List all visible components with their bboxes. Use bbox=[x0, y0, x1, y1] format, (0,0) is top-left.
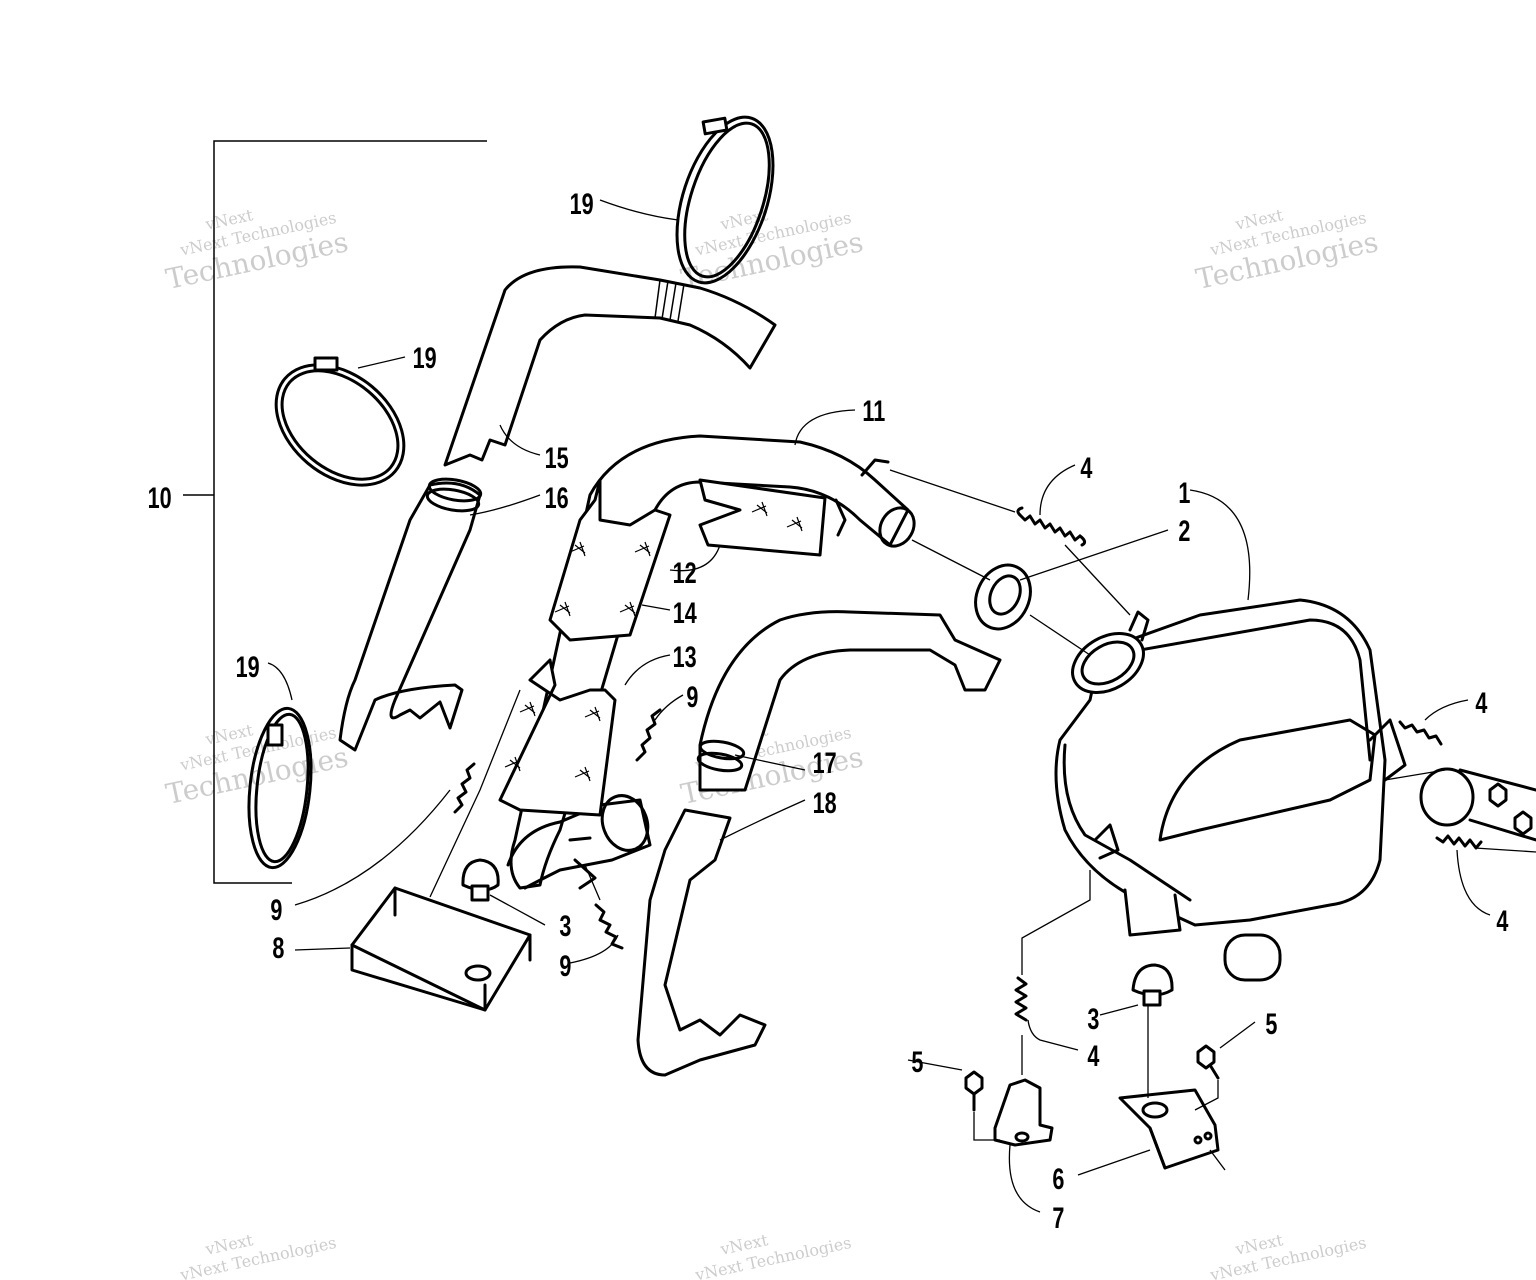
watermark-1: vNext vNext Technologies Technologies bbox=[163, 205, 351, 296]
bracket-8 bbox=[350, 886, 532, 1012]
pipe-17 bbox=[696, 610, 1002, 792]
spring-4-right-bottom bbox=[1435, 834, 1483, 850]
callout-19: 19 bbox=[413, 340, 437, 374]
callout-6: 6 bbox=[1052, 1161, 1064, 1195]
callout-9: 9 bbox=[270, 892, 282, 926]
callout-12: 12 bbox=[673, 555, 697, 589]
watermark-9: vNext vNext Technologies bbox=[1208, 1230, 1368, 1280]
pipe-18 bbox=[636, 808, 767, 1077]
callout-3: 3 bbox=[1087, 1001, 1099, 1035]
pipe-lower-16 bbox=[338, 477, 483, 752]
callout-4: 4 bbox=[1475, 685, 1487, 719]
callout-15: 15 bbox=[545, 440, 569, 474]
callout-10: 10 bbox=[148, 480, 172, 514]
callout-9: 9 bbox=[686, 679, 698, 713]
callout-2: 2 bbox=[1178, 513, 1190, 547]
spring-4-right-top bbox=[1398, 720, 1443, 746]
callout-16: 16 bbox=[545, 480, 569, 514]
grommet-3-right bbox=[1131, 963, 1174, 1007]
spring-4-bottom bbox=[1014, 976, 1028, 1022]
bracket-7 bbox=[993, 1078, 1054, 1147]
watermark-text: vNext Technologies bbox=[693, 1233, 853, 1280]
grommet-3-left bbox=[461, 858, 500, 902]
bolt-5-right bbox=[1196, 1044, 1220, 1080]
bracket-6 bbox=[1118, 1088, 1220, 1170]
callout-8: 8 bbox=[272, 930, 284, 964]
callout-13: 13 bbox=[673, 639, 697, 673]
bolt-5-left bbox=[964, 1070, 984, 1112]
callout-7: 7 bbox=[1052, 1200, 1064, 1234]
clamp-left bbox=[274, 356, 406, 487]
callout-labels: 19 19 19 10 15 16 11 12 14 13 9 17 18 4 … bbox=[148, 186, 1509, 1234]
watermark-text: vNext Technologies bbox=[178, 1233, 338, 1280]
callout-4: 4 bbox=[1087, 1038, 1099, 1072]
heat-shield-14 bbox=[548, 478, 672, 642]
assembly-bracket-10 bbox=[183, 140, 487, 884]
callout-14: 14 bbox=[673, 595, 697, 629]
callout-5: 5 bbox=[911, 1044, 923, 1078]
spring-9-b bbox=[635, 708, 662, 762]
callout-19: 19 bbox=[236, 649, 260, 683]
callout-18: 18 bbox=[813, 785, 837, 819]
watermark-4: vNext vNext Technologies Technologies bbox=[163, 720, 351, 811]
watermark-8: vNext vNext Technologies bbox=[693, 1230, 853, 1280]
heat-shield-13 bbox=[498, 658, 617, 817]
callout-4: 4 bbox=[1080, 450, 1092, 484]
spring-9-c bbox=[594, 903, 624, 950]
callout-3: 3 bbox=[559, 908, 571, 942]
callout-1: 1 bbox=[1178, 475, 1190, 509]
watermark-7: vNext vNext Technologies bbox=[178, 1230, 338, 1280]
gasket-2 bbox=[974, 563, 1032, 631]
partial-bracket-right bbox=[1419, 767, 1536, 842]
leader-lines bbox=[267, 199, 1536, 1213]
watermark-3: vNext vNext Technologies Technologies bbox=[1193, 205, 1381, 296]
callout-9: 9 bbox=[559, 948, 571, 982]
heat-shield-12 bbox=[698, 478, 827, 557]
clamp-top bbox=[675, 115, 775, 285]
callout-19: 19 bbox=[570, 186, 594, 220]
muffler-1 bbox=[1054, 598, 1407, 982]
spring-4-top bbox=[1016, 506, 1087, 547]
callout-4: 4 bbox=[1496, 903, 1508, 937]
clamp-lower-left bbox=[247, 706, 313, 870]
watermark-text: vNext Technologies bbox=[1208, 1233, 1368, 1280]
callout-17: 17 bbox=[813, 745, 837, 779]
callout-5: 5 bbox=[1265, 1006, 1277, 1040]
spring-9-a bbox=[453, 762, 476, 814]
callout-11: 11 bbox=[862, 393, 885, 427]
pipe-upper-15 bbox=[443, 265, 777, 467]
